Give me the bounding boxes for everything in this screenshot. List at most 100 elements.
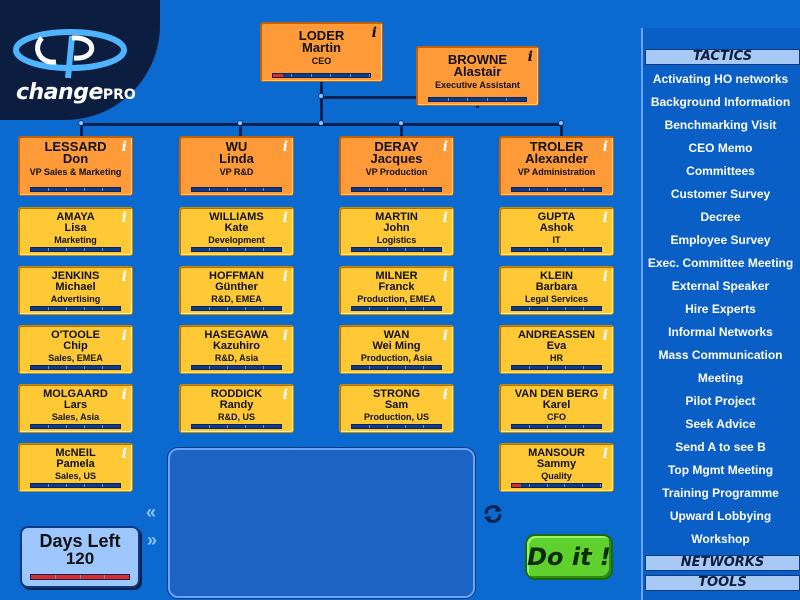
tactic-item[interactable]: Informal Networks [668, 325, 773, 339]
info-icon[interactable]: i [121, 139, 127, 155]
tactic-item[interactable]: Hire Experts [685, 302, 756, 316]
tactic-item[interactable]: Background Information [650, 95, 791, 109]
card-first-name: Wei Ming [372, 340, 421, 352]
tactic-item[interactable]: Exec. Committee Meeting [647, 256, 794, 270]
refresh-icon[interactable] [482, 503, 504, 530]
card-surname: LESSARD [44, 139, 107, 154]
card-surname: MILNER [375, 270, 418, 282]
tactic-item[interactable]: Committees [686, 164, 755, 178]
card-surname: WU [225, 139, 248, 154]
card-first-name: Sam [384, 399, 409, 411]
card-surname: JENKINS [51, 270, 100, 282]
tools-header[interactable]: TOOLS [645, 575, 800, 591]
tactic-item[interactable]: Top Mgmt Meeting [667, 463, 774, 477]
info-icon[interactable]: i [602, 269, 608, 285]
info-icon[interactable]: i [602, 387, 608, 403]
tactics-header[interactable]: TACTICS [645, 49, 800, 65]
info-icon[interactable]: i [121, 210, 127, 226]
info-icon[interactable]: i [282, 210, 288, 226]
info-icon[interactable]: i [442, 387, 448, 403]
tactic-item[interactable]: Pilot Project [685, 394, 756, 408]
support-meter [30, 306, 121, 311]
info-icon[interactable]: i [442, 139, 448, 155]
card-surname: WAN [383, 329, 410, 341]
info-icon[interactable]: i [442, 328, 448, 344]
tactic-item[interactable]: Customer Survey [670, 187, 771, 201]
card-surname: STRONG [372, 388, 421, 400]
card-role: R&D, EMEA [211, 294, 262, 304]
previous-arrow-button[interactable]: « [146, 502, 157, 522]
do-it-button[interactable]: Do it ! [525, 534, 613, 580]
support-meter [191, 424, 282, 429]
tactic-item[interactable]: Upward Lobbying [669, 509, 772, 523]
info-icon[interactable]: i [602, 210, 608, 226]
card-first-name: Eva [546, 340, 567, 352]
tactic-item[interactable]: Meeting [697, 371, 744, 385]
info-icon[interactable]: i [371, 25, 377, 41]
tactic-item[interactable]: Mass Communication [658, 348, 783, 362]
info-icon[interactable]: i [282, 387, 288, 403]
support-meter [511, 187, 602, 192]
tactic-item[interactable]: Send A to see B [675, 440, 766, 454]
support-meter [191, 247, 282, 252]
card-first-name: Barbara [535, 281, 578, 293]
info-icon[interactable]: i [121, 269, 127, 285]
tactic-item[interactable]: External Speaker [671, 279, 770, 293]
card-role: Production, US [364, 412, 429, 422]
executive-assistant-card[interactable]: i BROWNE Alastair Executive Assistant [416, 46, 539, 106]
tactic-item[interactable]: Activating HO networks [652, 72, 789, 86]
next-arrow-button[interactable]: » [147, 530, 158, 550]
card-first-name: John [383, 222, 410, 234]
tactic-item[interactable]: Seek Advice [685, 417, 756, 431]
card-first-name: Chip [63, 340, 88, 352]
tactic-item[interactable]: Workshop [691, 532, 750, 546]
info-icon[interactable]: i [282, 269, 288, 285]
card-first-name: Kazuhiro [212, 340, 261, 352]
info-icon[interactable]: i [602, 139, 608, 155]
card-surname: GUPTA [537, 211, 576, 223]
card-first-name: Lisa [64, 222, 87, 234]
info-icon[interactable]: i [527, 49, 533, 65]
connector-node [318, 93, 324, 99]
info-icon[interactable]: i [282, 328, 288, 344]
info-icon[interactable]: i [602, 446, 608, 462]
info-icon[interactable]: i [121, 446, 127, 462]
tactic-item[interactable]: Decree [700, 210, 741, 224]
info-icon[interactable]: i [602, 328, 608, 344]
info-icon[interactable]: i [121, 328, 127, 344]
networks-header[interactable]: NETWORKS [645, 555, 800, 571]
card-first-name: Pamela [56, 458, 95, 470]
tactic-item[interactable]: Training Programme [662, 486, 779, 500]
info-icon[interactable]: i [442, 269, 448, 285]
info-icon[interactable]: i [442, 210, 448, 226]
tactic-item[interactable]: Benchmarking Visit [664, 118, 777, 132]
tactic-item[interactable]: Employee Survey [670, 233, 771, 247]
ceo-card[interactable]: i LODER Martin CEO [260, 22, 383, 82]
tactic-item[interactable]: CEO Memo [688, 141, 753, 155]
info-icon[interactable]: i [121, 387, 127, 403]
info-icon[interactable]: i [282, 139, 288, 155]
